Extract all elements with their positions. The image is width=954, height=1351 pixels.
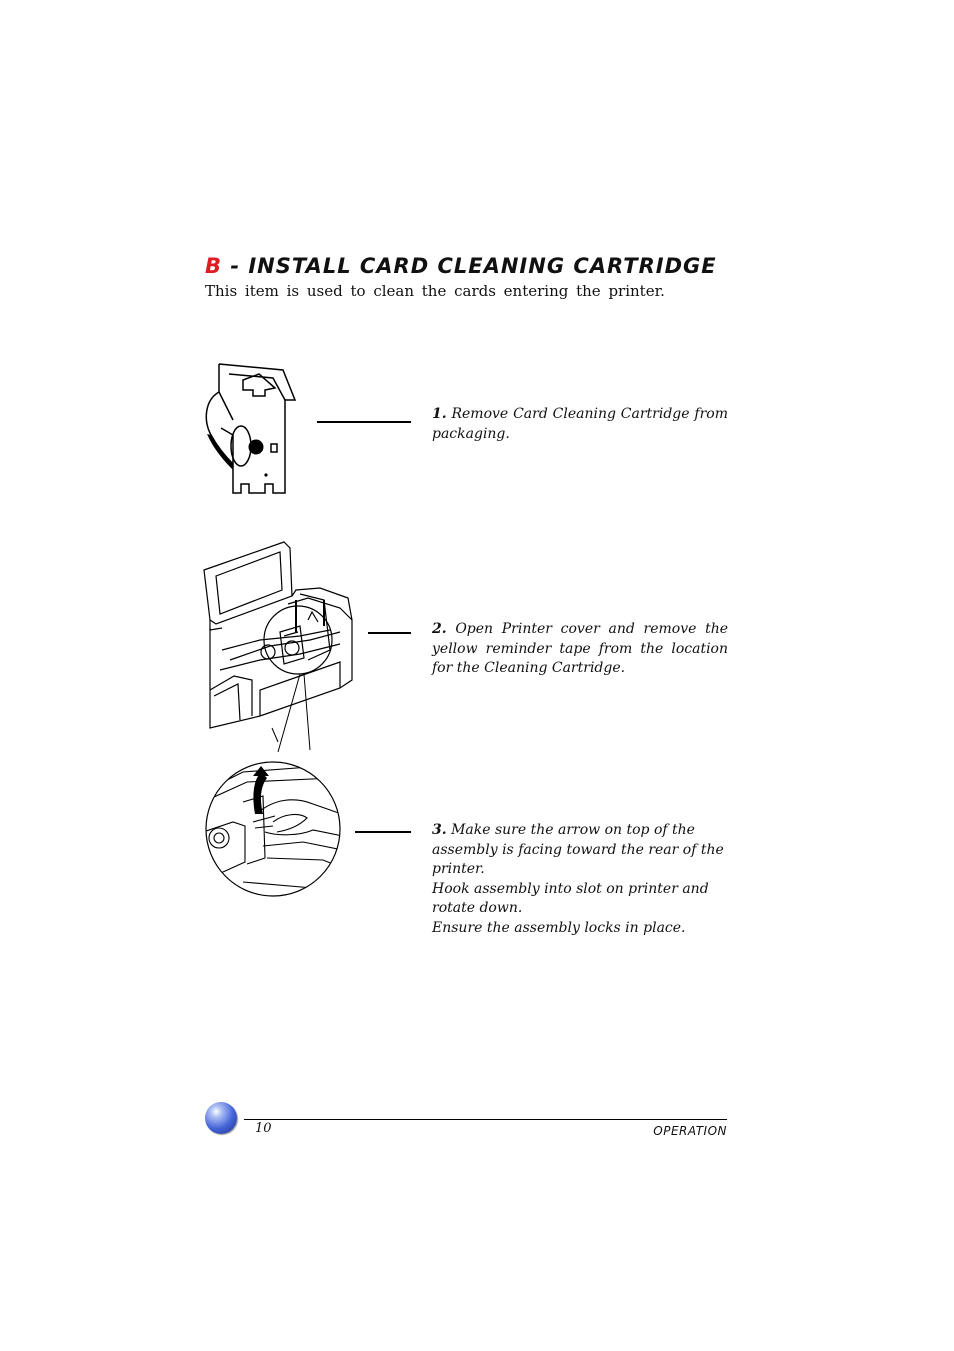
section-letter: B [205, 254, 223, 278]
cartridge-illustration [205, 363, 297, 494]
step-2-text: 2. Open Printer cover and remove the yel… [432, 621, 728, 676]
footer-section-name: OPERATION [653, 1124, 727, 1138]
step-3-leader [355, 831, 411, 833]
step-3-number: 3. [432, 822, 447, 838]
globe-icon [205, 1102, 237, 1134]
intro-text: This item is used to clean the cards ent… [205, 282, 665, 300]
step-1-leader [317, 421, 411, 423]
page-number: 10 [255, 1121, 272, 1136]
section-title: - INSTALL CARD CLEANING CARTRIDGE [222, 254, 717, 278]
printer-illustration [203, 541, 353, 753]
section-heading: B - INSTALL CARD CLEANING CARTRIDGE [205, 254, 717, 278]
step-2-number: 2. [432, 621, 447, 637]
step-1-text: 1. Remove Card Cleaning Cartridge from p… [432, 406, 728, 442]
hand-detail-illustration [205, 761, 341, 897]
footer-rule [244, 1119, 727, 1120]
step-1-number: 1. [432, 406, 447, 422]
step-3-text: 3. Make sure the arrow on top of the ass… [432, 822, 724, 936]
step-2-leader [368, 632, 411, 634]
